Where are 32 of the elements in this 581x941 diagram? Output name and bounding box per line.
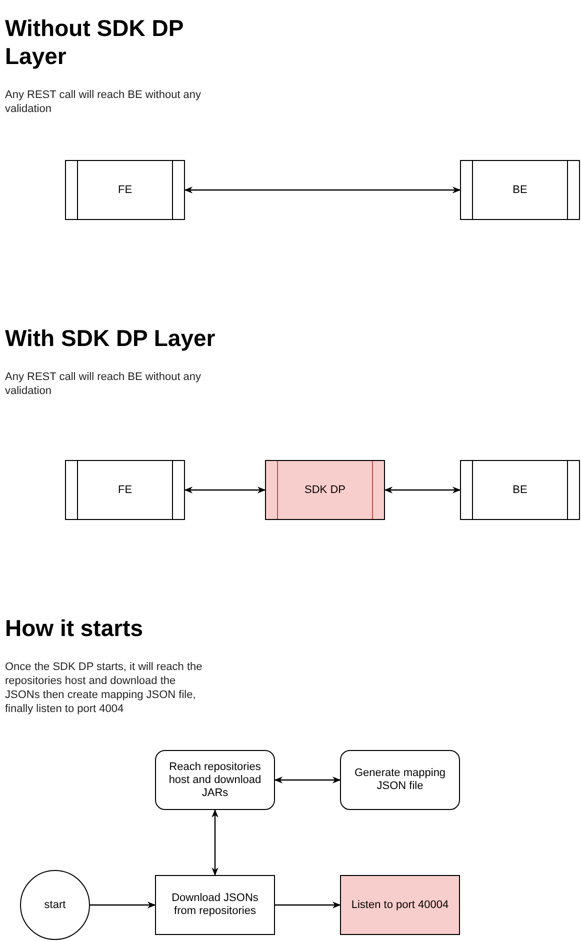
node-label: Reach repositories host and download JARs xyxy=(168,760,262,800)
arrow xyxy=(184,186,461,194)
arrow xyxy=(275,902,341,908)
arrow xyxy=(384,486,461,494)
node-label: start xyxy=(43,898,67,912)
process-box xyxy=(65,160,185,220)
node-label: Generate mapping JSON file xyxy=(353,767,447,793)
node-label: FE xyxy=(116,184,134,196)
section-heading: Without SDK DP Layer xyxy=(5,14,184,70)
description-text: Any REST call will reach BE without any validation xyxy=(5,88,202,116)
arrow xyxy=(212,809,218,876)
rounded-box xyxy=(155,750,275,810)
arrow xyxy=(90,902,156,908)
node-label: Download JSONs from repositories xyxy=(170,892,260,918)
description-text: Once the SDK DP starts, it will reach the repositories host and download the JSONs then create mapping JSON file, finally listen to port 4004 xyxy=(5,660,204,716)
arrow xyxy=(184,486,266,494)
node-label: SDK DP xyxy=(304,484,346,496)
description-text: Any REST call will reach BE without any validation xyxy=(5,370,202,398)
process-box xyxy=(65,460,185,520)
node-label: BE xyxy=(512,184,528,196)
process-box xyxy=(460,160,580,220)
node-label: BE xyxy=(512,484,528,496)
section-heading: How it starts xyxy=(5,614,144,642)
process-box xyxy=(265,460,385,520)
step-box xyxy=(155,875,275,935)
step-box xyxy=(340,875,460,935)
node-label: FE xyxy=(116,484,134,496)
node-label: Listen to port 40004 xyxy=(350,898,450,912)
rounded-box xyxy=(340,750,460,810)
process-box xyxy=(460,460,580,520)
section-heading: With SDK DP Layer xyxy=(5,324,216,352)
arrow xyxy=(274,776,341,784)
